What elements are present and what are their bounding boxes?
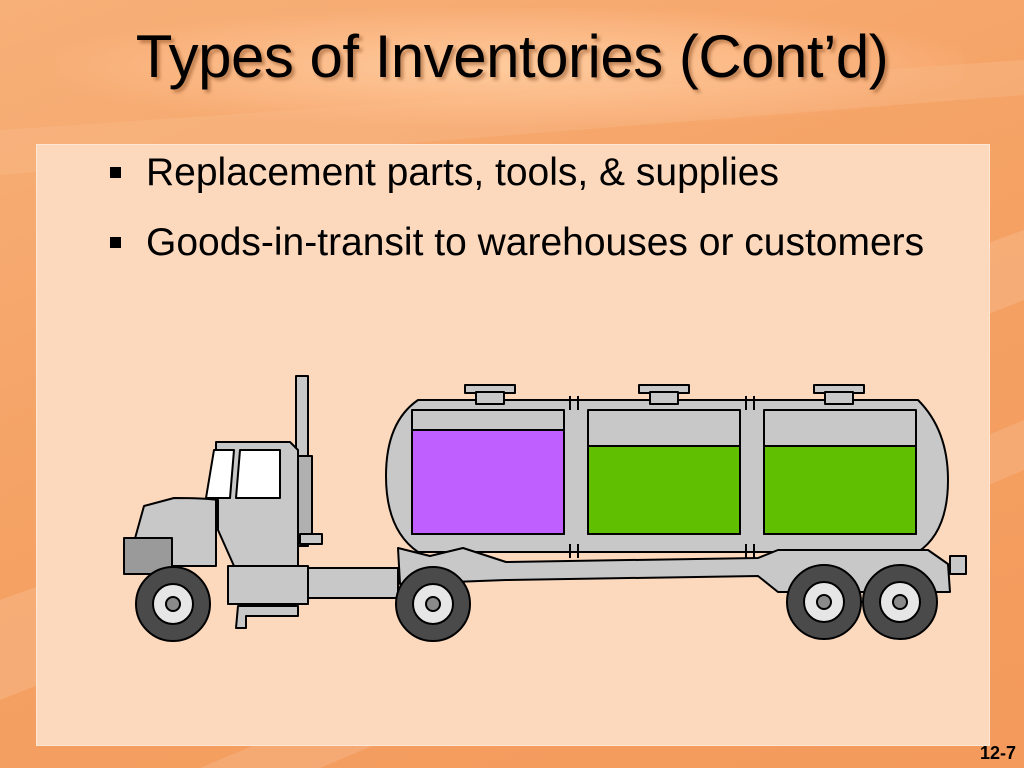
bullet-item: Replacement parts, tools, & supplies bbox=[110, 148, 960, 198]
bullet-list: Replacement parts, tools, & supplies Goo… bbox=[110, 148, 960, 288]
tank-fill-green bbox=[587, 445, 741, 535]
bullet-text: Replacement parts, tools, & supplies bbox=[146, 151, 779, 194]
page-number: 12-7 bbox=[979, 743, 1016, 763]
slide-title: Types of Inventories (Cont’d) bbox=[135, 23, 889, 90]
tanker-truck-icon bbox=[123, 375, 967, 642]
cab-window bbox=[235, 449, 281, 499]
tank-fill-green bbox=[763, 445, 917, 535]
square-bullet-icon bbox=[110, 167, 121, 178]
tank-fill-purple bbox=[411, 429, 565, 535]
cab-window bbox=[205, 449, 235, 499]
bullet-text: Goods-in-transit to warehouses or custom… bbox=[146, 221, 925, 264]
cab-step bbox=[235, 605, 299, 629]
square-bullet-icon bbox=[110, 237, 121, 248]
title-glow bbox=[55, 8, 965, 126]
bullet-item: Goods-in-transit to warehouses or custom… bbox=[110, 218, 960, 268]
